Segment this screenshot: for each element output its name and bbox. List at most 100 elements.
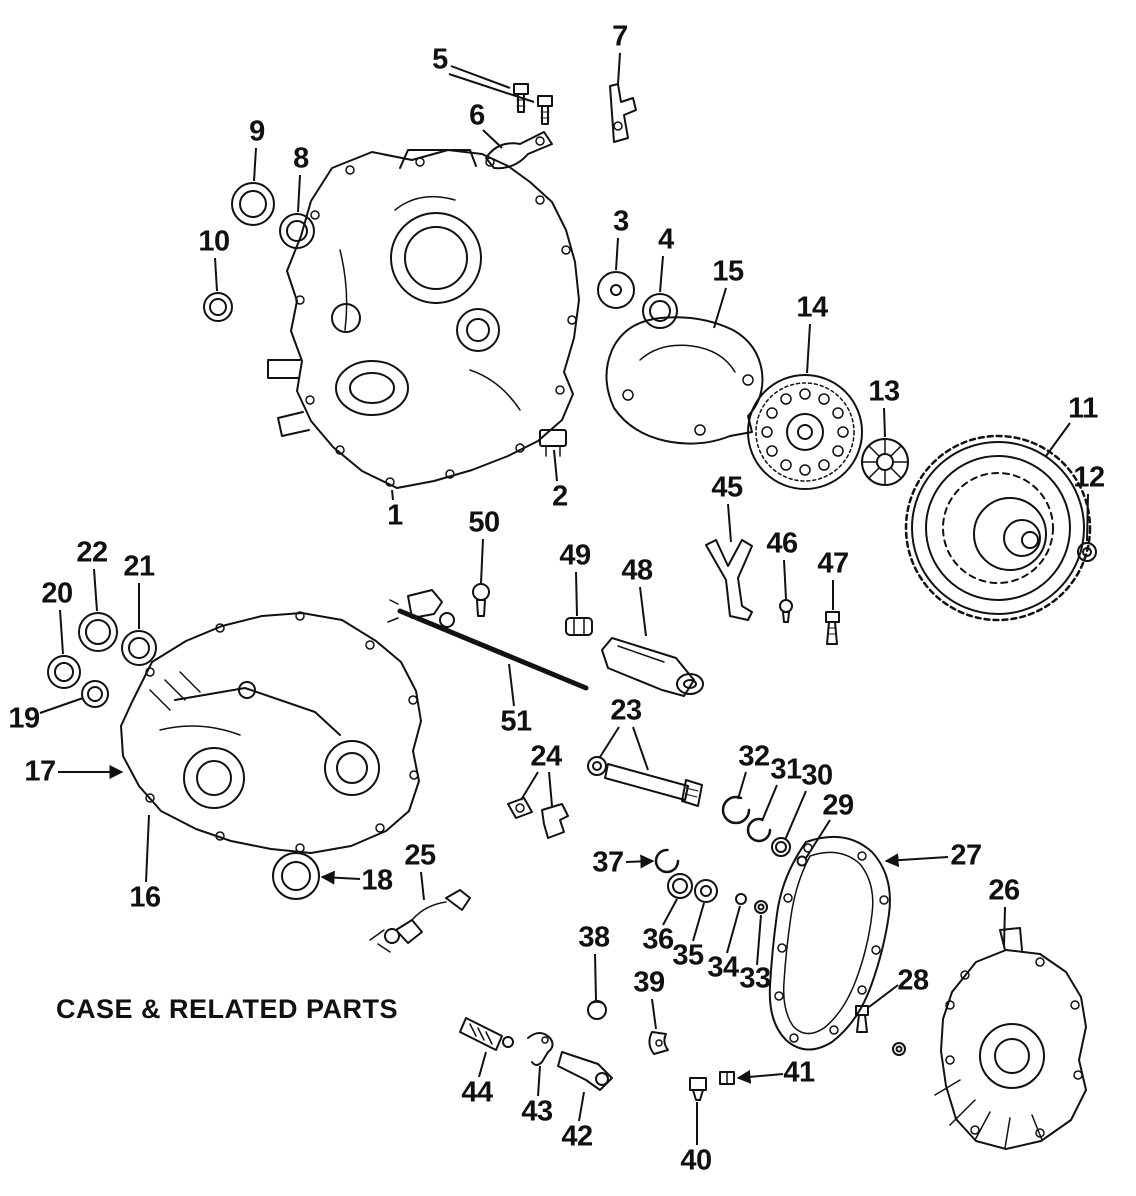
snap-ring-37-drawing: [654, 848, 680, 874]
leader-line-8: [297, 174, 301, 213]
clamp-39-drawing: [648, 1031, 669, 1055]
bolt-group-5-drawing: [513, 83, 553, 125]
harness-25-drawing: [369, 889, 471, 953]
bolt-28-drawing: [855, 1005, 906, 1056]
plug-38-drawing: [587, 1000, 607, 1020]
leader-lines-layer: [39, 52, 1089, 1145]
pin-46-drawing: [779, 599, 793, 623]
washer-30-drawing: [771, 837, 791, 857]
detent-24-drawing: [507, 797, 569, 839]
leader-line-10: [214, 257, 218, 292]
leader-line-9: [253, 147, 257, 182]
bracket-6-drawing: [485, 131, 553, 170]
leader-line-11: [1045, 422, 1071, 457]
oring-12-drawing: [1077, 542, 1097, 562]
shaft-23-drawing: [587, 756, 703, 807]
leader-line-34: [726, 905, 741, 954]
roller-49-drawing: [565, 617, 593, 636]
leader-line-25: [420, 871, 425, 901]
cover-plate-15-drawing: [605, 316, 764, 445]
leader-line-23-2: [632, 726, 649, 771]
leader-line-7: [617, 52, 621, 85]
leader-line-15: [713, 287, 727, 329]
transfer-cover-26-drawing: [934, 927, 1087, 1150]
seal-4-drawing: [642, 293, 678, 329]
bushing-35-drawing: [694, 879, 718, 903]
leader-line-48: [639, 586, 647, 637]
leader-line-44: [478, 1051, 487, 1078]
seal-19-drawing: [81, 680, 109, 708]
leader-line-35: [692, 902, 705, 942]
leader-line-4: [659, 255, 664, 293]
breather-50-drawing: [472, 583, 490, 617]
leader-line-38: [594, 953, 597, 1001]
shift-shaft-51-drawing: [387, 589, 589, 691]
leader-line-14: [806, 323, 811, 374]
hook-43-drawing: [527, 1032, 554, 1066]
ring-36-drawing: [667, 873, 693, 899]
bolt-47-drawing: [825, 611, 840, 645]
leader-line-51: [508, 663, 515, 707]
snap-ring-32-drawing: [721, 795, 751, 825]
clutch-housing-drawing: [267, 149, 580, 489]
leader-line-37: [625, 854, 655, 869]
seal-20-drawing: [47, 655, 81, 689]
snap-ring-31-drawing: [746, 817, 772, 843]
leader-line-45: [727, 503, 732, 543]
clip-2-drawing: [539, 429, 567, 457]
leader-line-13: [883, 407, 886, 438]
ball-29-drawing: [796, 855, 808, 867]
leader-line-1: [391, 489, 394, 501]
leader-line-5: [450, 65, 511, 89]
leader-line-23: [599, 726, 620, 758]
leader-line-32: [737, 771, 747, 800]
seal-8-drawing: [279, 213, 315, 249]
leader-line-24: [520, 771, 539, 801]
drive-plate-14-drawing: [747, 374, 863, 490]
leader-line-19: [39, 697, 84, 714]
torque-converter-11-drawing: [904, 434, 1092, 622]
leader-line-3: [615, 237, 619, 271]
selector-arm-48-drawing: [601, 637, 704, 697]
cap-3-drawing: [597, 271, 635, 309]
shift-fork-45-drawing: [705, 539, 753, 621]
leader-line-33: [756, 914, 762, 966]
plug-40-drawing: [689, 1077, 707, 1101]
diagram-title: CASE & RELATED PARTS: [56, 994, 399, 1024]
leader-line-30: [784, 790, 807, 841]
leader-line-43: [537, 1065, 541, 1097]
leader-line-20: [59, 609, 64, 655]
lever-42-drawing: [557, 1051, 613, 1091]
leader-line-39: [651, 998, 657, 1030]
gasket-27-drawing: [768, 835, 891, 1051]
leader-line-31: [761, 784, 778, 822]
seal-18-drawing: [272, 852, 320, 900]
ring-33-drawing: [754, 900, 768, 914]
leader-line-16: [145, 814, 150, 883]
leader-line-28: [868, 984, 899, 1008]
ball-34-drawing: [735, 893, 747, 905]
leader-line-18: [320, 870, 361, 885]
leader-line-42: [578, 1091, 585, 1122]
seal-21-drawing: [121, 630, 157, 666]
leader-line-26: [1003, 906, 1006, 947]
washer-13-drawing: [861, 438, 909, 486]
fitting-41-drawing: [719, 1071, 735, 1085]
leader-line-49: [575, 571, 578, 617]
leader-line-24-2: [548, 771, 553, 807]
leader-line-46: [783, 559, 787, 600]
leader-line-5-2: [448, 73, 535, 103]
seal-10-drawing: [203, 292, 233, 322]
seal-22-drawing: [78, 612, 118, 652]
seal-9-drawing: [231, 182, 275, 226]
fork-lever-7-drawing: [609, 83, 637, 143]
leader-line-2: [553, 449, 558, 482]
leader-line-22: [93, 568, 98, 612]
leader-line-6: [482, 129, 503, 149]
leader-line-36: [662, 898, 678, 926]
leader-line-41: [736, 1069, 784, 1084]
leader-line-29: [805, 819, 831, 859]
leader-line-50: [480, 538, 484, 584]
